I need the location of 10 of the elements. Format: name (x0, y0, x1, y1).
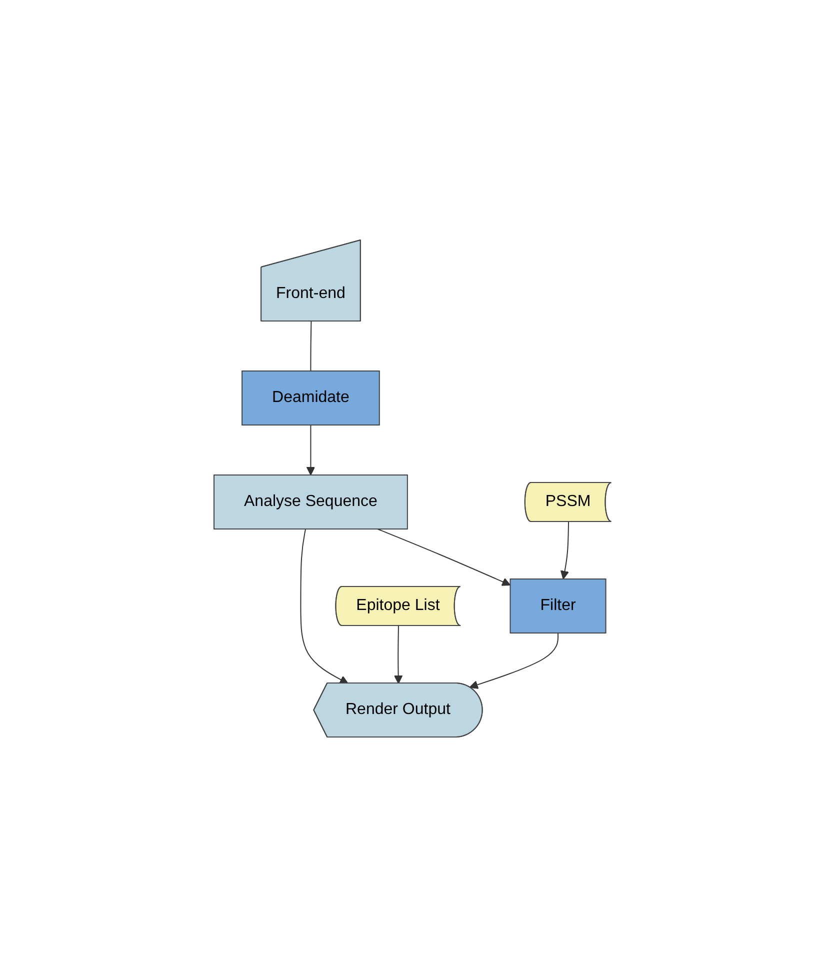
connector (310, 321, 312, 372)
node-box: Deamidate (241, 370, 380, 426)
arrow (300, 528, 348, 684)
node-box: Analyse Sequence (213, 474, 408, 530)
arrow (306, 424, 316, 476)
arrow (394, 626, 403, 684)
node-box: Filter (510, 578, 606, 634)
arrow (376, 528, 511, 586)
arrow (469, 632, 558, 690)
arrow (560, 522, 569, 580)
